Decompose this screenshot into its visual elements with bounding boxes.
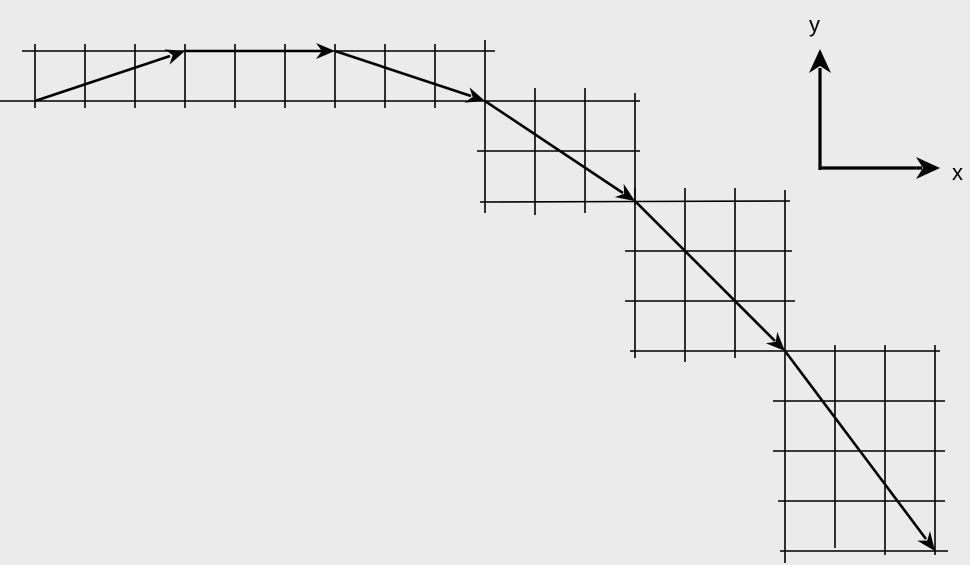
vector-1 xyxy=(34,49,185,103)
arrowhead-icon xyxy=(316,43,335,59)
arrowhead-icon xyxy=(614,183,635,201)
grid-section-4 xyxy=(773,345,948,555)
y-axis-arrow-icon xyxy=(809,49,831,73)
grid-section-1 xyxy=(0,44,640,108)
arrowhead-icon xyxy=(917,531,935,551)
vector-4 xyxy=(484,99,635,201)
vector-6 xyxy=(783,350,935,551)
y-axis-label: y xyxy=(809,12,820,37)
vector-2 xyxy=(185,43,335,59)
arrowhead-icon xyxy=(765,331,785,351)
coordinate-axes: x y xyxy=(809,12,963,185)
arrowhead-icon xyxy=(464,87,485,103)
x-axis-arrow-icon xyxy=(916,157,940,179)
path-vectors xyxy=(34,43,935,551)
vector-5 xyxy=(634,200,785,351)
grid-section-3 xyxy=(625,188,940,563)
vector-3 xyxy=(334,49,485,103)
x-axis-label: x xyxy=(952,160,963,185)
arrowhead-icon xyxy=(164,49,185,65)
